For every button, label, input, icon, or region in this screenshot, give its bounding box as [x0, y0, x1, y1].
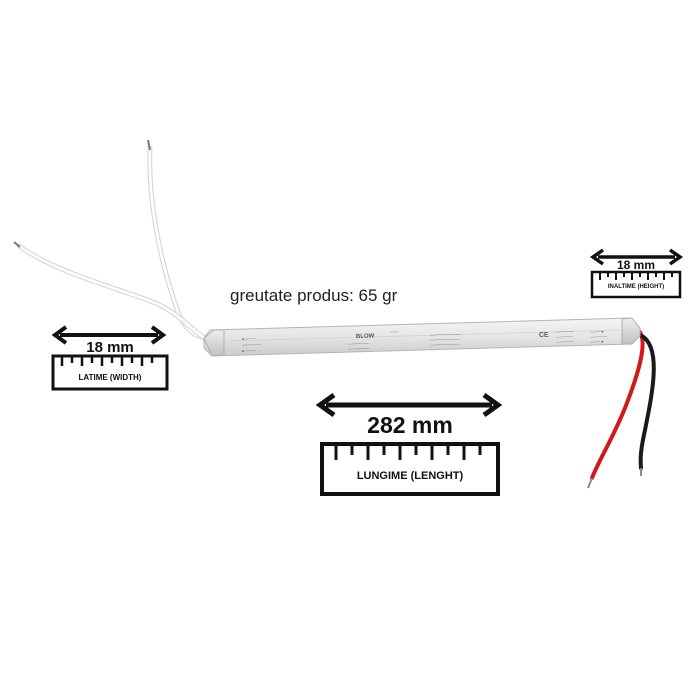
- svg-text:■ ─────: ■ ─────: [242, 337, 256, 341]
- length-ruler: [320, 442, 500, 496]
- svg-text:──────────: ──────────: [347, 341, 370, 346]
- svg-text:──────────────: ──────────────: [429, 332, 461, 337]
- input-wires: [13, 139, 213, 345]
- width-value: 18 mm: [86, 339, 134, 356]
- width-dimension: [51, 325, 169, 391]
- length-value: 282 mm: [367, 412, 453, 438]
- height-dimension: [589, 248, 684, 299]
- power-supply-body: BLOW ■ ───── ───────── ■ ───── ─────────…: [203, 317, 641, 357]
- svg-text:────: ────: [389, 330, 399, 334]
- brand-logo: BLOW: [356, 333, 375, 340]
- output-wires: [587, 328, 656, 489]
- svg-text:────────: ────────: [555, 330, 574, 335]
- svg-text:■ ─────: ■ ─────: [242, 349, 256, 353]
- width-ruler-label: LATIME (WIDTH): [78, 373, 142, 382]
- length-ruler-label: LUNGIME (LENGHT): [356, 470, 464, 482]
- svg-text:─────────: ─────────: [241, 342, 262, 347]
- product-weight: greutate produs: 65 gr: [230, 286, 398, 305]
- length-dimension: [315, 392, 503, 496]
- svg-text:───── ■: ───── ■: [589, 340, 604, 344]
- svg-text:CE: CE: [539, 332, 549, 339]
- svg-text:──────────────: ──────────────: [429, 337, 461, 342]
- svg-text:────────: ────────: [589, 335, 608, 340]
- svg-text:────────: ────────: [555, 335, 574, 340]
- svg-text:──────────: ──────────: [347, 346, 370, 351]
- height-ruler: [590, 270, 682, 299]
- height-value: 18 mm: [616, 258, 656, 272]
- svg-text:──────────────: ──────────────: [429, 342, 461, 347]
- svg-text:───── ■: ───── ■: [589, 330, 604, 334]
- height-ruler-label: INALTIME (HEIGHT): [607, 284, 665, 290]
- svg-text:────────: ────────: [555, 340, 574, 345]
